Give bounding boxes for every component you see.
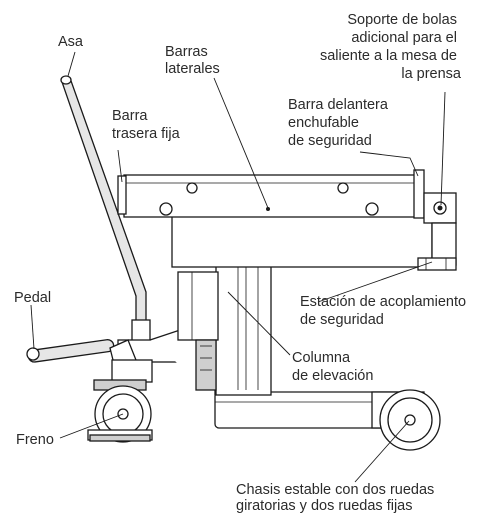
lift-truck-drawing (26, 75, 457, 451)
label-barra-trasera: Barra trasera fija (112, 108, 181, 142)
label-chasis: Chasis estable con dos ruedas giratorias… (236, 482, 438, 513)
label-freno: Freno (16, 432, 54, 448)
front-wheel (379, 389, 441, 451)
label-barra-delantera: Barra delantera enchufable de seguridad (288, 97, 392, 149)
label-columna: Columna de elevación (292, 350, 373, 384)
label-estacion: Estación de acoplamiento de seguridad (300, 294, 470, 328)
leader-lines (30, 51, 446, 483)
label-asa: Asa (58, 34, 84, 50)
label-barras-laterales: Barras laterales (165, 44, 220, 77)
rear-wheel-assembly (87, 359, 153, 443)
labels: Asa Barras laterales Soporte de bolas ad… (14, 12, 470, 513)
lifting-column (177, 254, 272, 396)
label-soporte-bolas: Soporte de bolas adicional para el salie… (320, 12, 462, 82)
label-pedal: Pedal (14, 290, 51, 306)
table-top (117, 169, 457, 271)
